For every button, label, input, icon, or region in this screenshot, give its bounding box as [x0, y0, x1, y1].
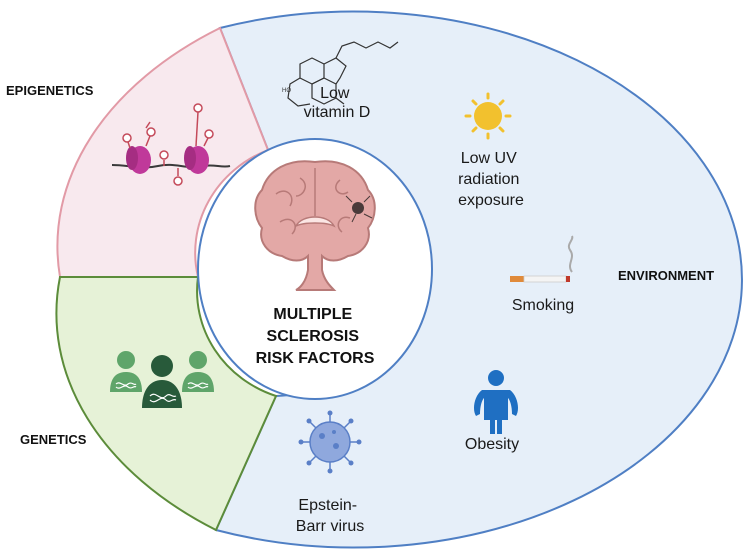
- smoking-label: Smoking: [512, 297, 574, 314]
- sun-icon: [464, 92, 512, 140]
- environment-label: ENVIRONMENT: [618, 268, 714, 283]
- vitamin-d-label: Low vitamin D: [304, 85, 371, 121]
- nucleosome-dna-icon: [111, 103, 231, 186]
- center-title-line-3: RISK FACTORS: [256, 350, 375, 367]
- center-title: MULTIPLE SCLEROSIS RISK FACTORS: [256, 306, 375, 367]
- epigenetics-label: EPIGENETICS: [6, 83, 94, 98]
- dna-people-icon: [110, 351, 214, 408]
- obesity-person-icon: [474, 370, 518, 434]
- svg-text:HO: HO: [282, 88, 291, 94]
- genetics-label: GENETICS: [20, 432, 87, 447]
- cigarette-icon: [510, 235, 574, 283]
- virus-icon: [298, 410, 362, 474]
- center-title-line-1: MULTIPLE: [273, 306, 352, 323]
- brain-icon: [254, 160, 376, 291]
- obesity-label: Obesity: [465, 436, 519, 453]
- ebv-label: Epstein- Barr virus: [296, 497, 364, 535]
- center-title-line-2: SCLEROSIS: [267, 328, 360, 345]
- vitamin-d-molecule-icon: HO: [282, 41, 399, 107]
- uv-label: Low UV radiation exposure: [458, 150, 524, 209]
